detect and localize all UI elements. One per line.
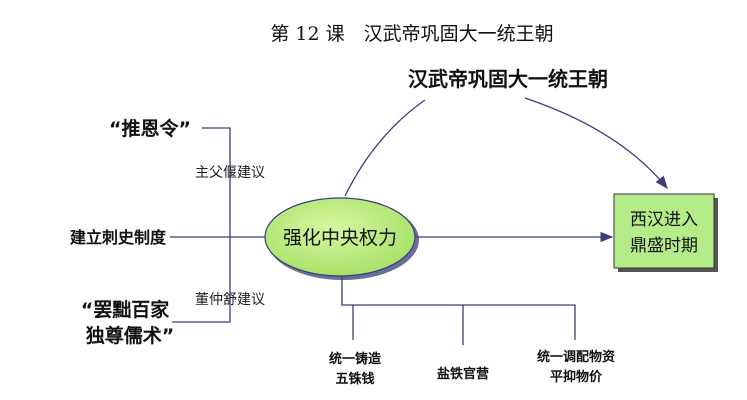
- item-cishi: 建立刺史制度: [70, 228, 167, 247]
- bottom-item3-line2: 平抑物价: [550, 369, 603, 385]
- item-tuienling: “推恩令”: [109, 117, 191, 140]
- note-dongzhongshu: 董仲舒建议: [195, 292, 265, 308]
- connector-top-left: [344, 99, 426, 197]
- bottom-item3-line1: 统一调配物资: [537, 349, 615, 365]
- bottom-item1-line1: 统一铸造: [329, 351, 382, 367]
- result-line1: 西汉进入: [630, 210, 698, 230]
- item-rushu-line2: 独尊儒术”: [86, 324, 175, 347]
- connector-top-right: [524, 97, 668, 190]
- result-box: [613, 193, 715, 269]
- page-title: 第 12 课 汉武帝巩固大一统王朝: [270, 23, 553, 45]
- note-zhufuyan: 主父偃建议: [195, 164, 265, 181]
- left-bracket: [172, 127, 231, 323]
- item-rushu-line1: “罢黜百家: [81, 298, 170, 321]
- bottom-item1-line2: 五铢钱: [335, 371, 374, 387]
- bottom-tree: [341, 277, 576, 345]
- bottom-item2: 盐铁官营: [437, 366, 489, 382]
- center-label: 强化中央权力: [283, 227, 397, 249]
- top-label: 汉武帝巩固大一统王朝: [408, 67, 608, 91]
- result-line2: 鼎盛时期: [630, 236, 698, 256]
